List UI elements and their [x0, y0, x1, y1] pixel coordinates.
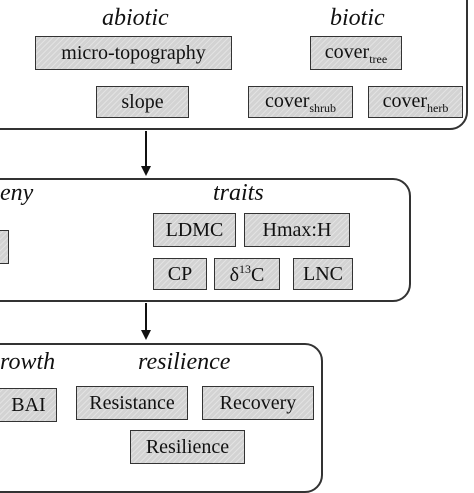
cover-herb-label: coverherb	[382, 89, 449, 115]
ldmc-label: LDMC	[165, 219, 224, 241]
arrow-head-middle-to-bottom	[141, 330, 151, 340]
cover-shrub-box: covershrub	[248, 86, 353, 118]
growth-heading: rowth	[0, 349, 56, 375]
cover-herb-box: coverherb	[368, 86, 463, 118]
arrow-head-top-to-middle	[141, 166, 151, 176]
abiotic-heading: abiotic	[102, 5, 169, 31]
recovery-box: Recovery	[202, 386, 314, 420]
lnc-label: LNC	[303, 263, 343, 285]
traits-heading: traits	[213, 180, 264, 206]
hmax-h-label: Hmax:H	[262, 219, 332, 241]
cover-shrub-label: covershrub	[264, 89, 337, 115]
micro-topography-box: micro-topography	[35, 36, 232, 70]
slope-box: slope	[96, 86, 189, 118]
resistance-box: Resistance	[76, 386, 188, 420]
d13c-box: δ13C	[214, 258, 280, 290]
cover-tree-label: covertree	[324, 40, 388, 66]
micro-topography-label: micro-topography	[61, 42, 206, 64]
recovery-label: Recovery	[219, 392, 297, 414]
ldmc-box: LDMC	[153, 213, 236, 247]
biotic-heading: biotic	[330, 5, 385, 31]
lnc-box: LNC	[293, 258, 353, 290]
bai-box: BAI	[0, 388, 57, 422]
slope-label: slope	[121, 91, 164, 113]
resilience-heading: resilience	[138, 349, 231, 375]
cp-label: CP	[167, 263, 193, 285]
d13c-label: δ13C	[229, 262, 265, 286]
resilience-box: Resilience	[130, 430, 245, 464]
flow-arrows	[141, 131, 151, 340]
hmax-h-box: Hmax:H	[244, 213, 350, 247]
cp-box: CP	[153, 258, 207, 290]
cover-tree-box: covertree	[310, 36, 402, 70]
phylogeny-box-partial	[0, 230, 9, 264]
phylogeny-heading: eny	[0, 180, 34, 206]
resilience-label: Resilience	[145, 436, 230, 458]
bai-label: BAI	[11, 394, 46, 416]
resistance-label: Resistance	[89, 392, 175, 414]
